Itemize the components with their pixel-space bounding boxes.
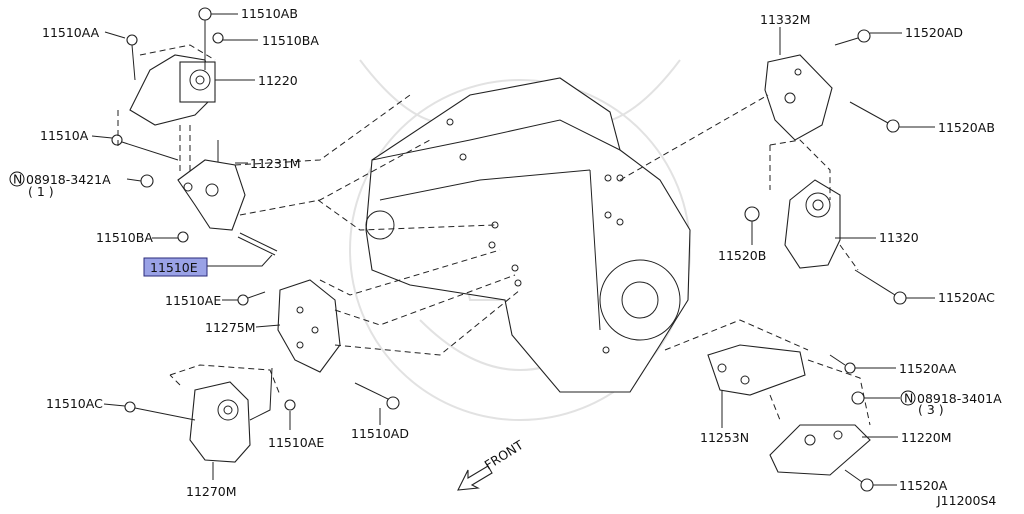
- label-11510AD: 11510AD: [351, 426, 409, 441]
- label-11220M: 11220M: [901, 430, 952, 445]
- front-arrow-icon: [457, 465, 493, 491]
- label-11270M: 11270M: [186, 484, 237, 499]
- part-11520B-nut: [744, 206, 760, 222]
- label-11253N: 11253N: [700, 430, 749, 445]
- label-11220: 11220: [258, 73, 298, 88]
- label-11520A: 11520A: [899, 478, 948, 493]
- part-11270M-mount: [189, 367, 273, 463]
- label-11510BA-top: 11510BA: [262, 33, 319, 48]
- part-11510E-stud: [237, 232, 278, 256]
- part-11510AE-bolt-top: [237, 291, 266, 306]
- part-11220M-mount: [769, 424, 871, 476]
- label-11510BA-mid: 11510BA: [96, 230, 153, 245]
- part-11510AE-bolt-bot: [284, 399, 296, 411]
- label-11520AC: 11520AC: [938, 290, 995, 305]
- label-11510AE-bot: 11510AE: [268, 435, 324, 450]
- engine-block: [365, 77, 691, 393]
- label-08918-3421A: 08918-3421A: [26, 172, 111, 187]
- assembly-guide-lines: [117, 44, 871, 426]
- part-11520AA-bolt: [829, 354, 856, 374]
- label-11520B: 11520B: [718, 248, 766, 263]
- label-08918-3401A: 08918-3401A: [917, 391, 1002, 406]
- label-11510AB: 11510AB: [241, 6, 298, 21]
- label-11520AD: 11520AD: [905, 25, 963, 40]
- label-11510AA: 11510AA: [42, 25, 100, 40]
- part-11231M-bracket: [177, 140, 246, 231]
- part-11510BA-nut-top: [212, 32, 224, 44]
- n-circle-icon: [900, 390, 916, 406]
- part-11275M-bracket: [277, 279, 341, 373]
- diagram-code: J11200S4: [936, 493, 996, 508]
- part-11510AB-bolt: [198, 7, 212, 70]
- label-front: FRONT: [482, 437, 526, 473]
- n-symbol: N: [13, 172, 22, 187]
- label-08918-3401A-qty: ( 3 ): [918, 402, 944, 417]
- part-11520AC-bolt: [854, 269, 907, 305]
- highlight-box-11510E: [143, 257, 208, 277]
- part-11320-mount: [784, 179, 841, 269]
- part-11510A-bolt: [111, 134, 179, 161]
- label-11520AB: 11520AB: [938, 120, 995, 135]
- part-11520A-bolt: [844, 469, 874, 492]
- label-11510A: 11510A: [40, 128, 89, 143]
- label-11510AC: 11510AC: [46, 396, 103, 411]
- part-08918-3421A-nut: [140, 174, 154, 188]
- label-11275M: 11275M: [205, 320, 256, 335]
- part-11220-mount: [129, 54, 216, 126]
- part-11332M-bracket: [764, 54, 833, 141]
- n-symbol: N: [904, 391, 913, 406]
- part-11520AB-bolt: [849, 101, 900, 133]
- part-08918-3401A-nut: [851, 391, 865, 405]
- front-arrow: FRONT: [457, 437, 526, 491]
- part-11520AD-bolt: [834, 29, 871, 46]
- label-11510E: 11510E: [150, 260, 198, 275]
- part-11510AC-bolt: [124, 401, 196, 421]
- leader-lines: [91, 13, 935, 486]
- part-11510AD-bolt: [354, 382, 400, 410]
- label-11510AE-top: 11510AE: [165, 293, 221, 308]
- label-11231M: 11231M: [250, 156, 301, 171]
- part-11510AA-bolt: [126, 34, 138, 81]
- label-11320: 11320: [879, 230, 919, 245]
- part-11253N-bracket: [707, 344, 806, 396]
- part-11510BA-nut-mid: [177, 231, 189, 243]
- n-circle-icon: [9, 171, 25, 187]
- label-08918-3421A-qty: ( 1 ): [28, 184, 54, 199]
- label-11520AA: 11520AA: [899, 361, 957, 376]
- label-11332M: 11332M: [760, 12, 811, 27]
